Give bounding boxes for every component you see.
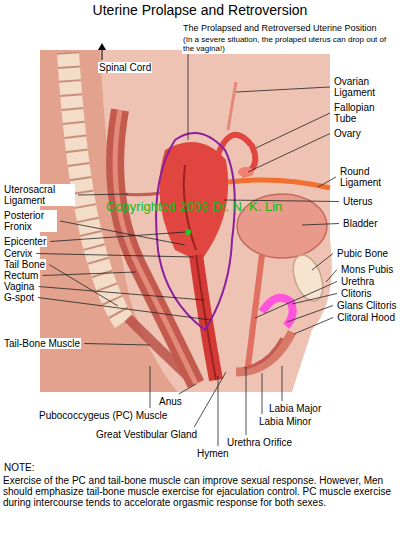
leader-line (36, 254, 194, 258)
leader-line (43, 272, 137, 276)
prolapsed-uterus-outline (156, 133, 235, 330)
leader-line (38, 298, 211, 321)
labia (236, 332, 292, 372)
spinal-cord-arrowhead (98, 43, 106, 50)
labia-inner (244, 338, 282, 368)
part-label: Pubic Bone (336, 248, 389, 259)
leader-line (84, 344, 150, 346)
part-label: Round Ligament (339, 166, 396, 188)
part-label: Glans Clitoris (336, 300, 397, 311)
leader-line (312, 254, 333, 271)
watermark: Copyrighted 2003 Dr. N. K. Lin (105, 200, 283, 214)
ovarian-ligament (228, 82, 236, 130)
heading-note: The Prolapsed and Retroversed Uterine Po… (182, 24, 396, 34)
leader-line (218, 376, 219, 446)
note-text: Exercise of the PC and tail-bone muscle … (2, 475, 396, 508)
leader-line (49, 265, 118, 307)
part-label: Uterus (342, 196, 373, 207)
leader-line (262, 373, 263, 414)
leader-line (302, 224, 339, 226)
part-label: Urethra (340, 276, 375, 287)
part-label: Pubococcygeus (PC) Muscle (38, 410, 168, 421)
part-label: Tail Bone (3, 259, 46, 270)
part-label: Ovarian Ligament (333, 76, 395, 98)
part-label: Cervix (3, 248, 33, 259)
part-label: Clitoris (340, 288, 373, 299)
part-label: Spinal Cord (98, 62, 152, 73)
note-heading: NOTE: (3, 462, 36, 473)
tissue-backdrop (40, 50, 332, 392)
leader-line (294, 318, 333, 335)
leader-line (287, 306, 333, 323)
part-label: Vagina (3, 281, 35, 292)
part-label: Great Vestibular Gland (95, 429, 198, 440)
ovary (238, 167, 254, 177)
part-label: Rectum (3, 270, 39, 281)
part-label: Labia Major (268, 403, 322, 414)
part-label: Tail-Bone Muscle (3, 338, 81, 349)
leader-line (318, 177, 336, 187)
part-label: Labia Minor (258, 416, 312, 427)
leader-line (179, 384, 196, 394)
part-label: Anus (158, 396, 183, 407)
part-label: Epicenter (3, 236, 47, 247)
leader-line (326, 270, 337, 283)
part-label: Hymen (196, 448, 230, 459)
round-ligament (228, 180, 330, 188)
part-label: Urethra Orifice (226, 437, 293, 448)
leader-line (38, 287, 204, 301)
leader-line (246, 367, 247, 435)
leader-line (292, 294, 337, 305)
leader-line (236, 87, 330, 92)
leader-line (282, 366, 283, 401)
leader-line (50, 232, 186, 242)
leader-line (150, 366, 151, 408)
part-label: Clitoral Hood (336, 312, 396, 323)
part-label: G-spot (3, 292, 35, 303)
part-label: Ovary (333, 128, 362, 139)
diagram-title: Uterine Prolapse and Retroversion (0, 3, 400, 18)
leader-line (248, 134, 330, 173)
part-label: Mons Pubis (340, 264, 394, 275)
part-label: Uterosacral Ligament (3, 184, 75, 206)
leader-line (256, 113, 330, 148)
part-label: Fallopian Tube (333, 102, 395, 124)
leader-line (194, 372, 226, 427)
leader-line (78, 194, 128, 195)
note-text: (In a severe situation, the prolaped ute… (182, 36, 396, 54)
part-label: Posterior Fronix (3, 210, 57, 232)
part-label: Bladder (342, 218, 378, 229)
leader-line (255, 282, 337, 319)
